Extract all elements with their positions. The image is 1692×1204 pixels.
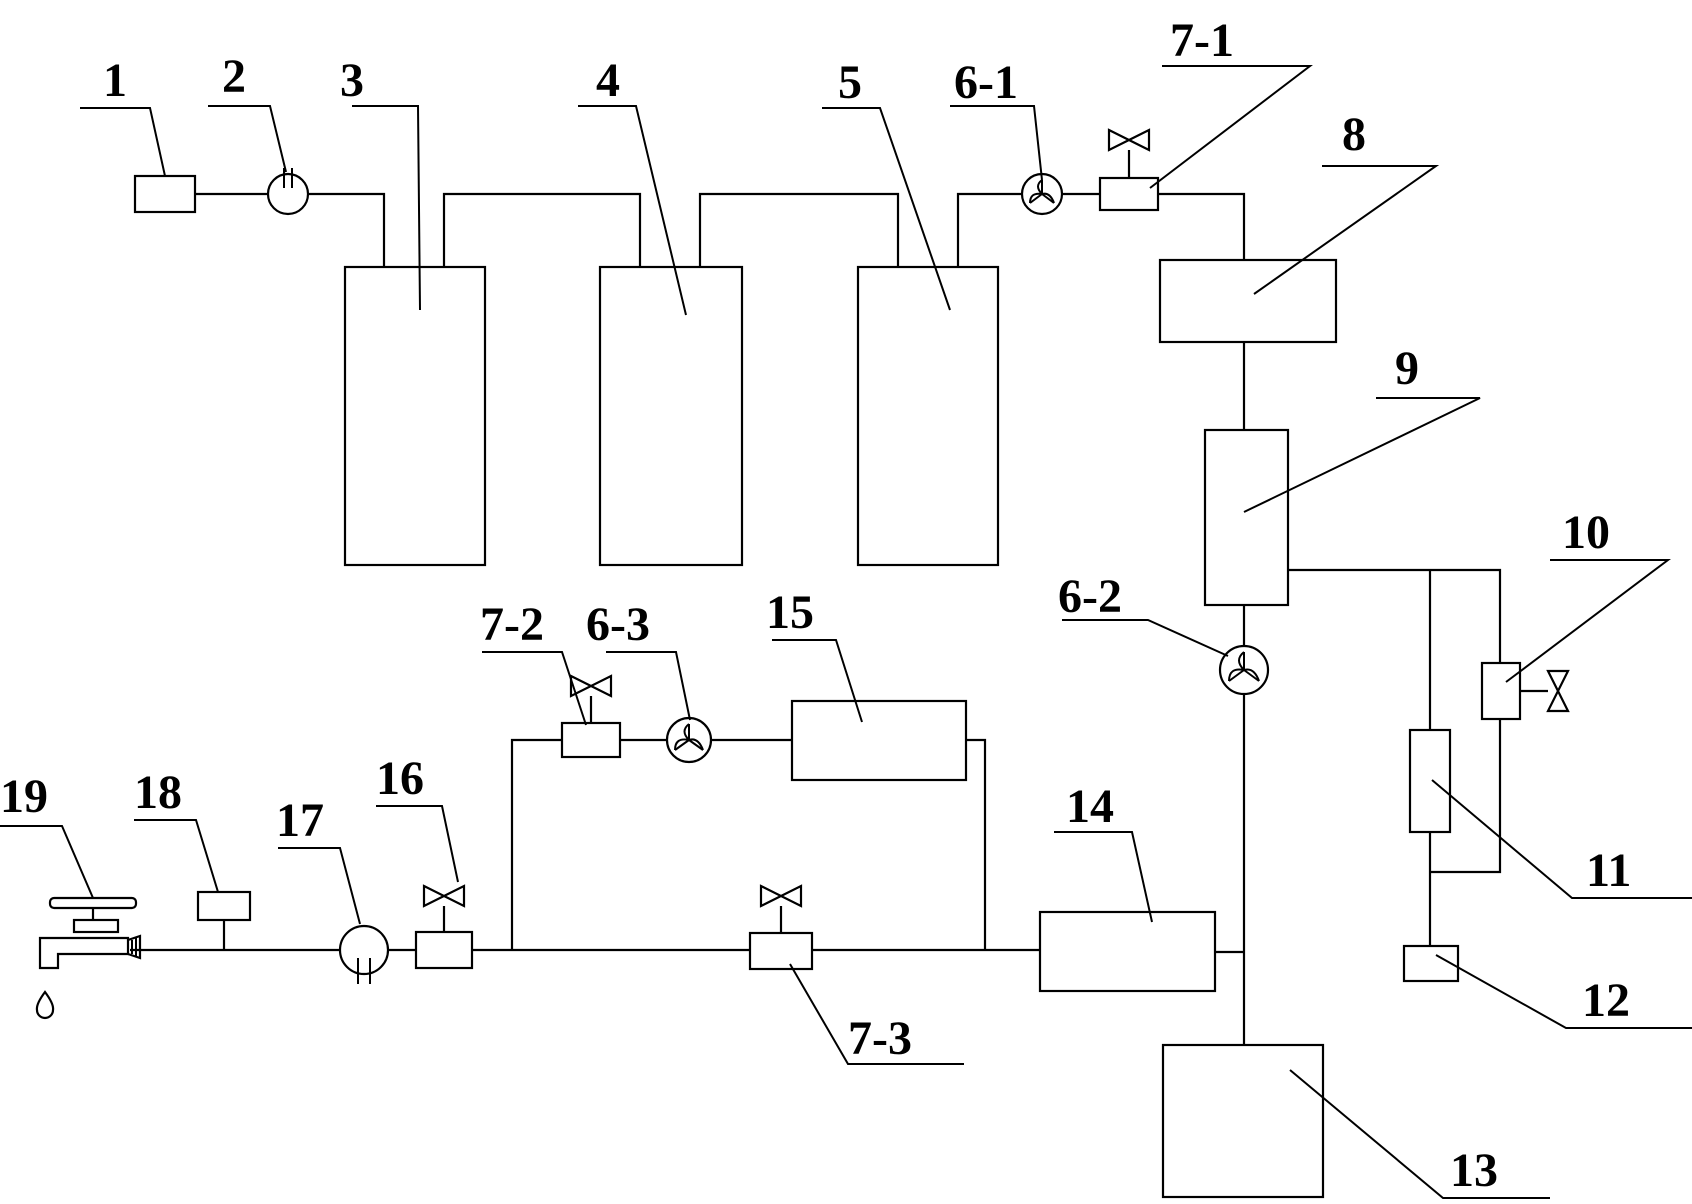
label-2: 2: [222, 50, 246, 103]
label-9: 9: [1395, 342, 1419, 395]
box-15: [790, 699, 968, 782]
box-1: [133, 174, 197, 214]
component-boxes: [133, 174, 1460, 1199]
box-11: [1408, 728, 1452, 834]
label-8: 8: [1342, 108, 1366, 161]
box-9: [1203, 428, 1290, 607]
pump-17: [338, 924, 390, 984]
leader-6-2: [1062, 619, 1229, 657]
faucet-19: [38, 896, 142, 970]
label-18: 18: [134, 766, 182, 819]
label-7-3: 7-3: [848, 1012, 912, 1065]
pipes: [130, 192, 1502, 1045]
labels: 1 2 3 4 5 6-1 7-1 8 9 10 11 12 13 14 15 …: [0, 14, 1631, 1197]
label-4: 4: [596, 54, 620, 107]
box-12: [1402, 944, 1460, 983]
label-17: 17: [276, 794, 324, 847]
box-8: [1158, 258, 1338, 344]
label-15: 15: [766, 586, 814, 639]
box-13: [1161, 1043, 1325, 1199]
valve-10: [1480, 661, 1570, 721]
label-12: 12: [1582, 974, 1630, 1027]
label-7-2: 7-2: [480, 598, 544, 651]
label-1: 1: [103, 54, 127, 107]
label-13: 13: [1450, 1144, 1498, 1197]
valve-7-2: [560, 674, 622, 759]
check-valve-6-3: [665, 716, 713, 764]
valve-16: [414, 884, 474, 970]
label-3: 3: [340, 54, 364, 107]
box-5: [856, 265, 1000, 567]
check-valve-6-2: [1218, 644, 1270, 696]
label-6-2: 6-2: [1058, 570, 1122, 623]
label-16: 16: [376, 752, 424, 805]
water-drop-icon: [35, 990, 55, 1020]
box-4: [598, 265, 744, 567]
label-10: 10: [1562, 506, 1610, 559]
pump-2: [266, 168, 310, 216]
leader-lines: [0, 65, 1692, 1199]
label-7-1: 7-1: [1170, 14, 1234, 67]
label-6-1: 6-1: [954, 56, 1018, 109]
label-5: 5: [838, 56, 862, 109]
box-3: [343, 265, 487, 567]
label-6-3: 6-3: [586, 598, 650, 651]
valve-7-3: [748, 884, 814, 971]
label-14: 14: [1066, 780, 1114, 833]
valve-7-1: [1098, 128, 1160, 212]
label-19: 19: [0, 770, 48, 823]
box-14: [1038, 910, 1217, 993]
label-11: 11: [1586, 844, 1631, 897]
box-18: [196, 890, 252, 922]
